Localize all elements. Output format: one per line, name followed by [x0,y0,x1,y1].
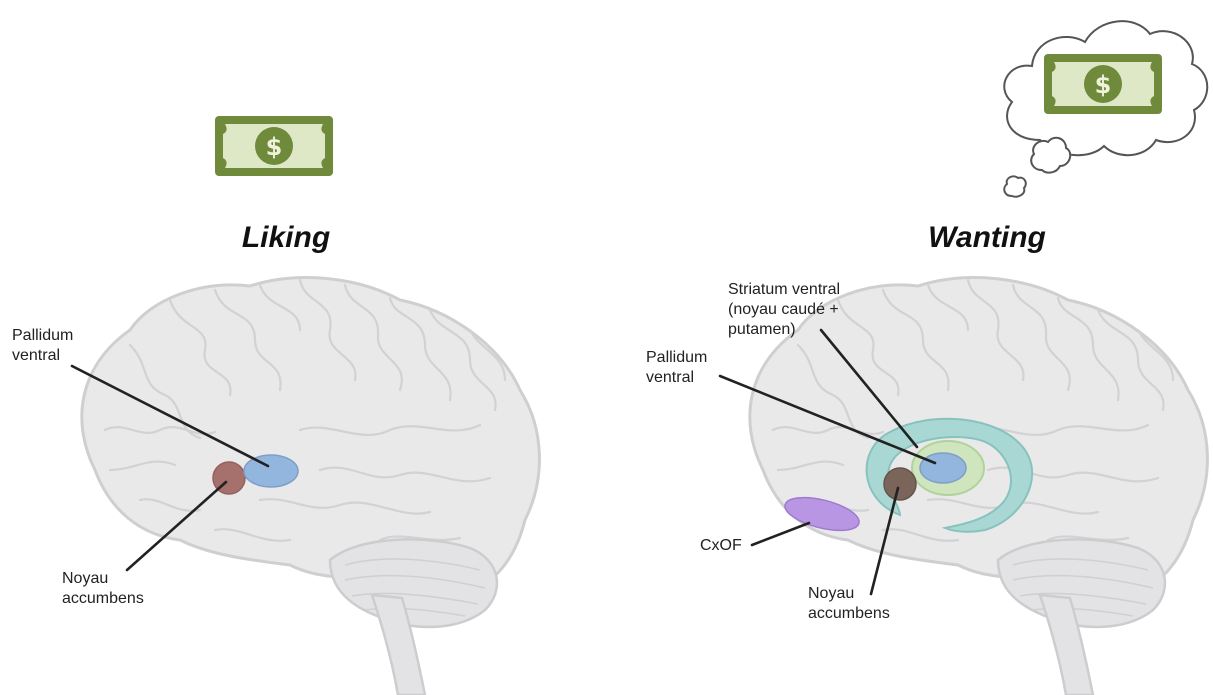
wanting-cxof-label: CxOF [700,537,742,554]
liking-accumbens-label-line1: Noyau [62,570,108,587]
liking-accumbens-label-line2: accumbens [62,590,144,607]
wanting-accumbens-label-line1: Noyau [808,585,854,602]
liking-pallidum-ventral-region [243,454,299,488]
wanting-striatum-label-line2: (noyau caudé + [728,301,839,318]
liking-pallidum-leader-line [70,364,270,468]
banknote-icon [215,116,333,176]
banknote-icon [1044,54,1162,114]
wanting-cxof-leader-line [750,521,811,547]
wanting-striatum-label-line3: putamen) [728,321,796,338]
wanting-title: Wanting [928,221,1046,254]
wanting-noyau-accumbens-region [883,467,917,501]
wanting-accumbens-label-line2: accumbens [808,605,890,622]
wanting-striatum-label-line1: Striatum ventral [728,281,840,298]
wanting-striatum-ventral-region [865,417,1034,533]
wanting-pallidum-leader-line [718,374,937,465]
liking-panel: Liking Pallidum ventral Noyau accumbens [12,116,541,695]
wanting-pallidum-label-line2: ventral [646,369,694,386]
liking-brain-illustration [80,276,541,695]
wanting-accumbens-leader-line [869,486,900,596]
liking-pallidum-label-line1: Pallidum [12,327,73,344]
wanting-pallidum-label-line1: Pallidum [646,349,707,366]
liking-title: Liking [242,221,330,254]
liking-pallidum-label-line2: ventral [12,347,60,364]
wanting-striatum-leader-line [819,328,919,449]
wanting-pallidum-ventral-region [919,452,967,484]
wanting-brain-illustration [748,276,1209,695]
liking-accumbens-leader-line [125,480,228,572]
wanting-panel: Wanting Striatum ventral (noyau caudé + … [646,20,1209,695]
wanting-cxof-region [784,496,860,532]
